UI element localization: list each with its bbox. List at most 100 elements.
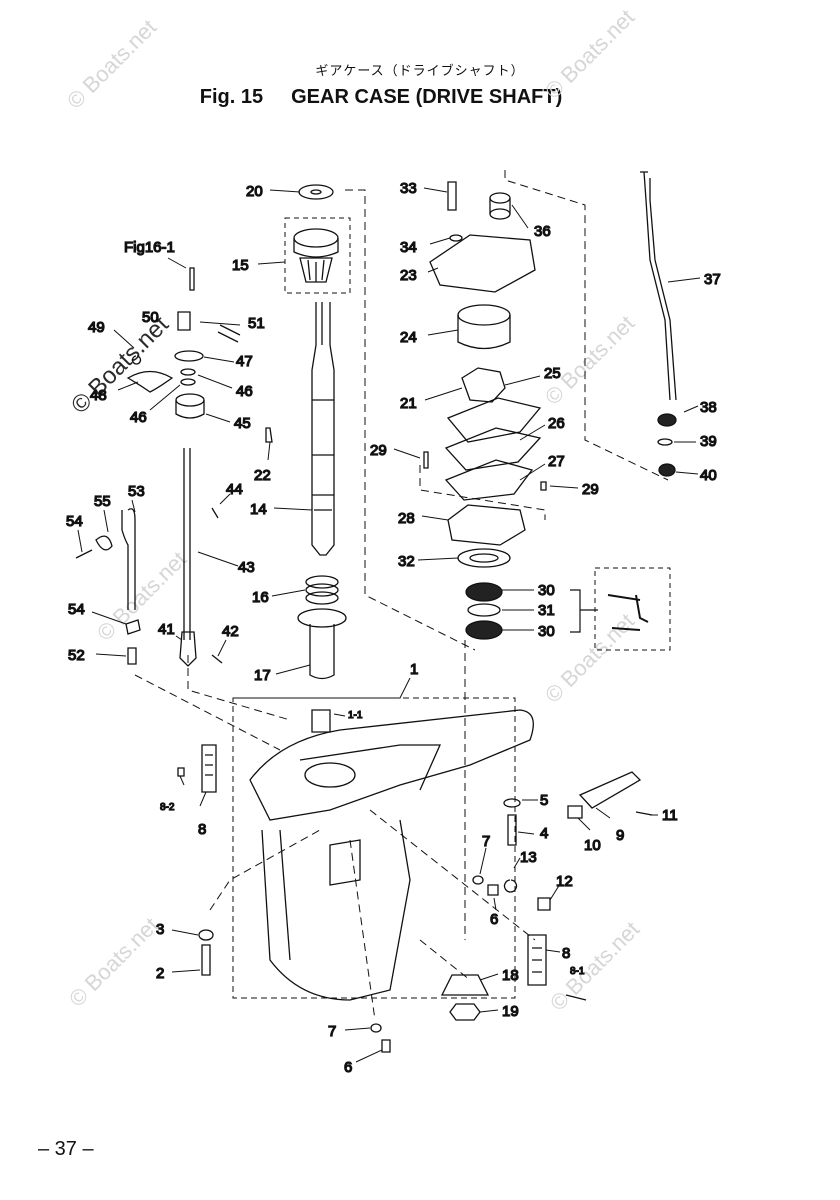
callout: 12	[556, 873, 573, 890]
cone-18	[440, 974, 490, 996]
callout: 25	[544, 365, 561, 382]
clip-51	[217, 324, 241, 343]
callout: 29	[370, 442, 387, 459]
callout: 1	[410, 661, 418, 678]
callout: 30	[538, 623, 555, 640]
shift-cam-41	[179, 631, 197, 667]
callout: 13	[520, 849, 537, 866]
callout: 34	[400, 239, 417, 256]
callout: 38	[700, 399, 717, 416]
callout: 22	[254, 467, 271, 484]
callout: 45	[234, 415, 251, 432]
pump-base-28	[447, 504, 526, 546]
grommet-38	[657, 413, 677, 427]
callout: 28	[398, 510, 415, 527]
gasket-27	[444, 459, 534, 501]
spring-16	[305, 575, 339, 605]
sleeve-1-1	[311, 709, 331, 733]
callout: 37	[704, 271, 721, 288]
callout: 31	[538, 602, 555, 619]
washer-34	[449, 234, 463, 242]
callout: 11	[662, 807, 678, 824]
callout: 39	[700, 433, 717, 450]
callout: 6	[344, 1059, 352, 1076]
bolt-fig16	[189, 267, 195, 291]
pinion-gear-15	[293, 228, 339, 283]
plate-26	[444, 427, 542, 471]
callout: 7	[328, 1023, 336, 1040]
o-ring-46	[180, 368, 196, 376]
callout: 47	[236, 353, 253, 370]
callout: 27	[548, 453, 565, 470]
callout: Fig16-1	[124, 239, 175, 256]
callout: 26	[548, 415, 565, 432]
callout: 18	[502, 967, 519, 984]
drive-shaft-14	[311, 302, 335, 556]
plug-6	[487, 884, 499, 896]
callout: 2	[156, 965, 164, 982]
washer-5	[503, 798, 521, 808]
callout: 1-1	[348, 710, 363, 721]
stud-4	[507, 814, 517, 846]
callout: 8-2	[160, 802, 175, 813]
callout: 19	[502, 1003, 519, 1020]
pin-42	[211, 654, 223, 664]
figure-title-text: GEAR CASE (DRIVE SHAFT)	[291, 86, 563, 108]
callout: 8-1	[570, 966, 585, 977]
woodruff-key-22	[265, 427, 273, 443]
bushing-45	[175, 393, 205, 419]
callout: 10	[584, 837, 601, 854]
figure-number: Fig. 15	[199, 86, 264, 108]
callout: 9	[616, 827, 624, 844]
gasket-25	[446, 397, 542, 443]
figure-title: Fig. 15 GEAR CASE (DRIVE SHAFT)	[0, 86, 790, 109]
dashed-guide-lines	[134, 170, 669, 1021]
callout: 14	[250, 501, 267, 518]
callout: 49	[88, 319, 105, 336]
anode-8	[201, 744, 217, 793]
bushing-50	[177, 311, 191, 331]
callout: 48	[90, 387, 107, 404]
gear-case-assembly-box	[232, 697, 516, 999]
drive-gear-box	[284, 217, 351, 294]
leader-lines	[77, 187, 701, 1063]
callout: 42	[222, 623, 239, 640]
fitting-52	[127, 647, 137, 665]
gears-30-31	[465, 582, 503, 640]
bolt-33	[447, 181, 457, 211]
sleeve-17	[297, 608, 347, 680]
washer-7-b	[370, 1023, 382, 1033]
callout: 30	[538, 582, 555, 599]
washer-49	[131, 355, 142, 365]
callout: 23	[400, 267, 417, 284]
callout: 54	[66, 513, 83, 530]
pin-29b	[540, 481, 547, 491]
block-10	[567, 805, 583, 819]
callout: 51	[248, 315, 265, 332]
bolt-2	[201, 944, 211, 976]
callout: 46	[236, 383, 253, 400]
plate-9	[578, 771, 642, 809]
clip-55	[95, 535, 113, 551]
washer-3	[198, 929, 214, 941]
callout: 40	[700, 467, 717, 484]
callout: 55	[94, 493, 111, 510]
pump-insert-24	[457, 304, 511, 350]
o-ring-47	[174, 350, 204, 362]
bolt-12	[537, 897, 551, 911]
gear-case-housing-1	[249, 709, 534, 1001]
grommet-36	[489, 192, 511, 220]
callout: 33	[400, 180, 417, 197]
callout: 24	[400, 329, 417, 346]
grommet-40	[658, 463, 676, 477]
shift-rod-43	[183, 448, 191, 640]
callout: 29	[582, 481, 599, 498]
gear-detail-box	[594, 567, 671, 651]
callout: 41	[158, 621, 175, 638]
bolt-8-2	[177, 767, 185, 777]
callout-labels: 20 15 33 36 34 23 37 Fig16-1 51 49 50 47…	[65, 179, 721, 1076]
pin-44	[211, 507, 219, 519]
page-number: – 37 –	[38, 1138, 94, 1160]
callout: 4	[540, 825, 548, 842]
